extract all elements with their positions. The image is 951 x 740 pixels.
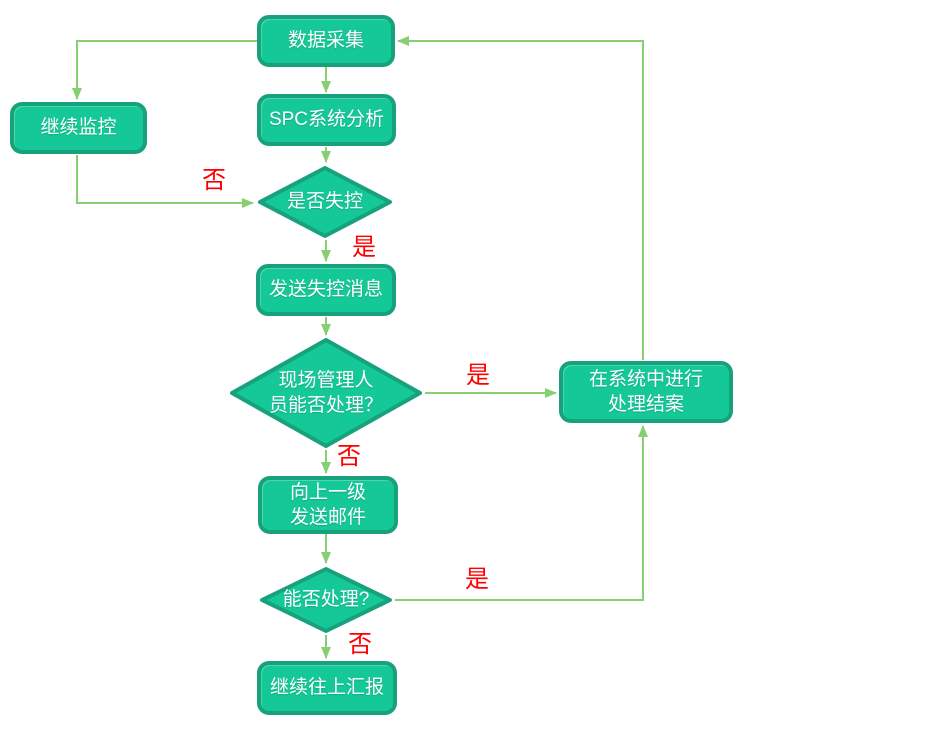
edge-label-no-can-handle: 否 xyxy=(348,631,372,658)
diamond-shape xyxy=(260,567,392,633)
node-send-message-label: 发送失控消息 xyxy=(268,279,383,301)
node-spc-analysis-label: SPC系统分析 xyxy=(268,109,385,131)
node-send-email: 向上一级 发送邮件 xyxy=(258,476,398,534)
node-can-handle: 能否处理? xyxy=(258,566,394,634)
edge-label-no-out-of-control: 否 xyxy=(202,167,226,194)
node-spc-analysis: SPC系统分析 xyxy=(257,94,396,146)
node-can-handle-label: 能否处理? xyxy=(282,589,370,611)
edge-canhandle-yes-to-closecase xyxy=(395,425,648,601)
edge-closecase-to-data xyxy=(397,36,644,360)
node-send-message: 发送失控消息 xyxy=(256,264,396,316)
node-data-collection: 数据采集 xyxy=(257,15,395,67)
edge-label-yes-can-handle: 是 xyxy=(465,566,489,593)
node-out-of-control-label: 是否失控 xyxy=(286,191,363,213)
node-close-case: 在系统中进行 处理结案 xyxy=(559,361,733,423)
edge-label-yes-out-of-control: 是 xyxy=(352,234,376,261)
node-onsite-handle: 现场管理人 员能否处理？ xyxy=(228,337,424,449)
diamond-shape xyxy=(258,166,392,238)
edge-data-to-monitor xyxy=(72,40,257,100)
node-data-collection-label: 数据采集 xyxy=(287,30,364,52)
edge-label-no-onsite: 否 xyxy=(337,443,361,470)
node-report-up-label: 继续往上汇报 xyxy=(269,677,384,699)
node-keep-monitoring: 继续监控 xyxy=(10,102,147,154)
node-onsite-handle-label: 现场管理人 员能否处理？ xyxy=(268,369,383,416)
node-out-of-control: 是否失控 xyxy=(256,165,394,239)
diamond-shape xyxy=(230,338,422,448)
node-close-case-label: 在系统中进行 处理结案 xyxy=(588,368,703,415)
node-send-email-label: 向上一级 发送邮件 xyxy=(289,481,366,528)
edge-label-yes-onsite: 是 xyxy=(466,362,490,389)
edge-monitor-no-to-outofcontrol xyxy=(76,155,254,208)
node-report-up: 继续往上汇报 xyxy=(257,661,397,715)
node-keep-monitoring-label: 继续监控 xyxy=(40,117,117,139)
